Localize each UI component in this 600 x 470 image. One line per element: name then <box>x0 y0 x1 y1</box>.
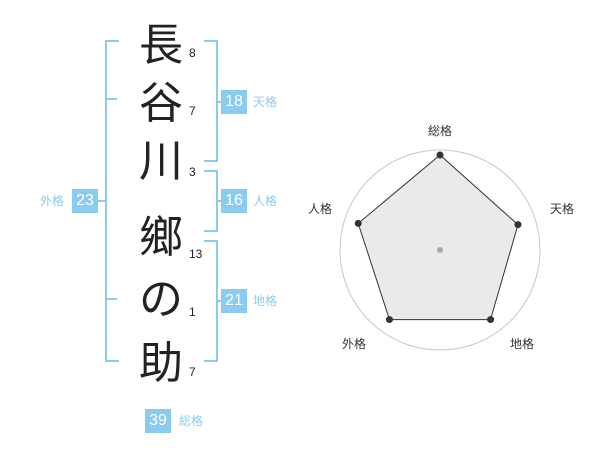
soukaku-badge: 39 <box>145 409 171 433</box>
radar-axis-label-chikaku: 地格 <box>510 337 535 351</box>
name-char-1: 長 <box>139 20 183 71</box>
left-bracket-tick-1 <box>105 98 117 100</box>
radar-axis-label-tenkaku: 天格 <box>550 202 575 216</box>
tenkaku-connector <box>216 101 222 103</box>
chikaku-label: 地格 <box>253 294 278 308</box>
radar-point <box>354 219 362 227</box>
stroke-count-6: 7 <box>189 365 196 379</box>
radar-center-dot <box>437 247 443 253</box>
radar-polygon <box>357 154 519 321</box>
name-char-2: 谷 <box>139 78 183 129</box>
radar-point <box>487 316 495 324</box>
radar-axis-label-jinkaku: 人格 <box>308 202 333 216</box>
left-bracket-tick-2 <box>105 298 117 300</box>
tenkaku-label: 天格 <box>253 95 278 109</box>
radar-points <box>354 151 522 324</box>
stroke-count-2: 7 <box>189 104 196 118</box>
chikaku-badge: 21 <box>221 289 247 313</box>
radar-axis-label-soukaku: 総格 <box>428 124 453 138</box>
tenkaku-badge: 18 <box>221 90 247 114</box>
name-char-3: 川 <box>139 136 183 187</box>
jinkaku-badge: 16 <box>221 189 247 213</box>
radar-point <box>385 316 393 324</box>
stroke-count-5: 1 <box>189 305 196 319</box>
gaikaku-label: 外格 <box>40 194 65 208</box>
radar-point <box>514 221 522 229</box>
stroke-count-1: 8 <box>189 46 196 60</box>
radar-axis-label-gaikaku: 外格 <box>342 337 367 351</box>
name-char-5: の <box>139 274 183 325</box>
stroke-count-4: 13 <box>189 247 203 261</box>
gaikaku-badge: 23 <box>72 189 98 213</box>
stroke-count-3: 3 <box>189 165 196 179</box>
name-char-6: 助 <box>139 338 183 389</box>
chikaku-connector <box>216 300 222 302</box>
jinkaku-connector <box>216 200 222 202</box>
soukaku-label: 総格 <box>179 414 204 428</box>
radar-point <box>436 151 444 159</box>
gaikaku-bracket <box>105 40 119 362</box>
name-char-4: 鄉 <box>139 212 183 263</box>
gaikaku-connector <box>97 200 105 202</box>
jinkaku-label: 人格 <box>253 194 278 208</box>
